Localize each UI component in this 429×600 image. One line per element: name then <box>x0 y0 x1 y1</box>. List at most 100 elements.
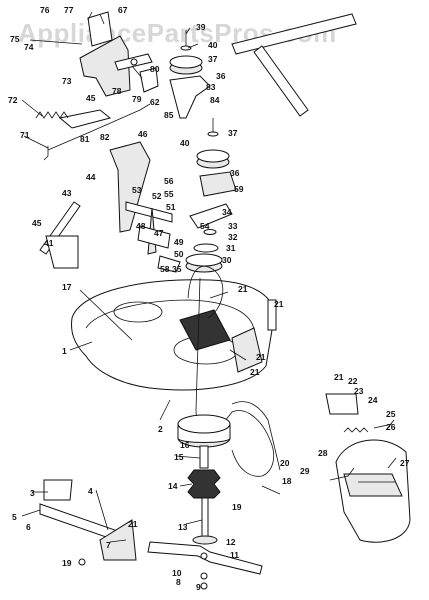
callout-83: 83 <box>206 82 216 92</box>
callout-36-lower: 36 <box>230 168 240 178</box>
callout-84: 84 <box>210 95 220 105</box>
callout-81: 81 <box>80 134 90 144</box>
callout-50: 50 <box>174 249 184 259</box>
callout-20: 20 <box>280 458 290 468</box>
callout-52: 52 <box>152 191 162 201</box>
callout-36: 36 <box>216 71 226 81</box>
callout-46: 46 <box>138 129 148 139</box>
callout-71: 71 <box>20 130 30 140</box>
callout-11: 11 <box>230 550 239 560</box>
callout-21-upper: 21 <box>238 284 248 294</box>
callout-35: 35 <box>172 264 182 274</box>
callout-80: 80 <box>150 64 160 74</box>
callout-23: 23 <box>354 386 364 396</box>
callout-49: 49 <box>174 237 184 247</box>
callout-10: 10 <box>172 568 182 578</box>
callout-37: 37 <box>208 54 218 64</box>
leader-lines <box>21 11 397 543</box>
chute-bracket-part <box>325 393 393 433</box>
callout-21-right: 21 <box>274 299 284 309</box>
callout-5: 5 <box>12 512 17 522</box>
callout-labels: 76 77 67 75 74 39 40 37 36 80 73 83 78 8… <box>8 5 410 592</box>
callout-47: 47 <box>154 228 164 238</box>
callout-29: 29 <box>300 466 310 476</box>
control-rod-part <box>47 103 151 151</box>
callout-41: 41 <box>44 238 54 248</box>
callout-75: 75 <box>10 34 20 44</box>
callout-19-lower: 19 <box>62 558 72 568</box>
callout-32: 32 <box>228 232 238 242</box>
callout-43: 43 <box>62 188 72 198</box>
mounting-bracket-part <box>58 11 159 129</box>
callout-9: 9 <box>196 582 201 592</box>
callout-7: 7 <box>106 540 111 550</box>
callout-48: 48 <box>136 221 146 231</box>
callout-33: 33 <box>228 221 238 231</box>
callout-59: 59 <box>234 184 244 194</box>
callout-2: 2 <box>158 424 163 434</box>
callout-78: 78 <box>112 86 122 96</box>
callout-67: 67 <box>118 5 128 15</box>
callout-74: 74 <box>24 42 34 52</box>
callout-79: 79 <box>132 94 142 104</box>
callout-17: 17 <box>62 282 72 292</box>
callout-82: 82 <box>100 132 110 142</box>
callout-51: 51 <box>166 202 176 212</box>
callout-31: 31 <box>226 243 236 253</box>
callout-40-lower: 40 <box>180 138 190 148</box>
spindle-pulley-part <box>187 445 221 499</box>
callout-13: 13 <box>178 522 188 532</box>
callout-6: 6 <box>26 522 31 532</box>
callout-56: 56 <box>164 176 174 186</box>
callout-1: 1 <box>62 346 67 356</box>
callout-58: 58 <box>160 264 170 274</box>
callout-3: 3 <box>30 488 35 498</box>
callout-25: 25 <box>386 409 396 419</box>
spindle-housing-part <box>177 414 231 448</box>
belt-guide-part <box>125 201 181 273</box>
callout-8: 8 <box>176 577 181 587</box>
upper-idler-pulley-part <box>169 30 211 119</box>
callout-24: 24 <box>368 395 378 405</box>
mower-deck-part <box>71 279 277 391</box>
callout-55: 55 <box>164 189 174 199</box>
callout-53: 53 <box>132 185 142 195</box>
callout-45-lower: 45 <box>32 218 42 228</box>
callout-72: 72 <box>8 95 18 105</box>
deck-link-part <box>231 401 281 471</box>
callout-18: 18 <box>282 476 292 486</box>
callout-4: 4 <box>88 486 93 496</box>
callout-34: 34 <box>222 207 232 217</box>
idler-bracket-part <box>109 141 151 233</box>
callout-44: 44 <box>86 172 96 182</box>
callout-22: 22 <box>348 376 358 386</box>
callout-12: 12 <box>226 537 236 547</box>
callout-30: 30 <box>222 255 232 265</box>
callout-16: 16 <box>180 440 190 450</box>
callout-37-lower: 37 <box>228 128 238 138</box>
spindle-shaft-part <box>192 497 218 545</box>
callout-73: 73 <box>62 76 72 86</box>
callout-76: 76 <box>40 5 50 15</box>
callout-27: 27 <box>400 458 410 468</box>
callout-15: 15 <box>174 452 184 462</box>
callout-77: 77 <box>64 5 74 15</box>
callout-21-deck: 21 <box>256 352 266 362</box>
t-handle-wrench-part <box>231 13 357 117</box>
callout-19-upper: 19 <box>232 502 242 512</box>
discharge-chute-part <box>335 439 411 543</box>
callout-21-hanger: 21 <box>128 519 138 529</box>
callout-21-chute: 21 <box>334 372 344 382</box>
chute-rod-part <box>329 467 355 481</box>
callout-14: 14 <box>168 481 178 491</box>
callout-45-upper: 45 <box>86 93 96 103</box>
callout-28: 28 <box>318 448 328 458</box>
callout-85: 85 <box>164 110 174 120</box>
lower-idler-pulley-part <box>196 118 237 197</box>
callout-21-lower: 21 <box>250 367 260 377</box>
callout-54: 54 <box>200 221 210 231</box>
deck-hanger-part <box>39 479 137 566</box>
callout-39: 39 <box>196 22 206 32</box>
spring-part <box>35 111 69 119</box>
